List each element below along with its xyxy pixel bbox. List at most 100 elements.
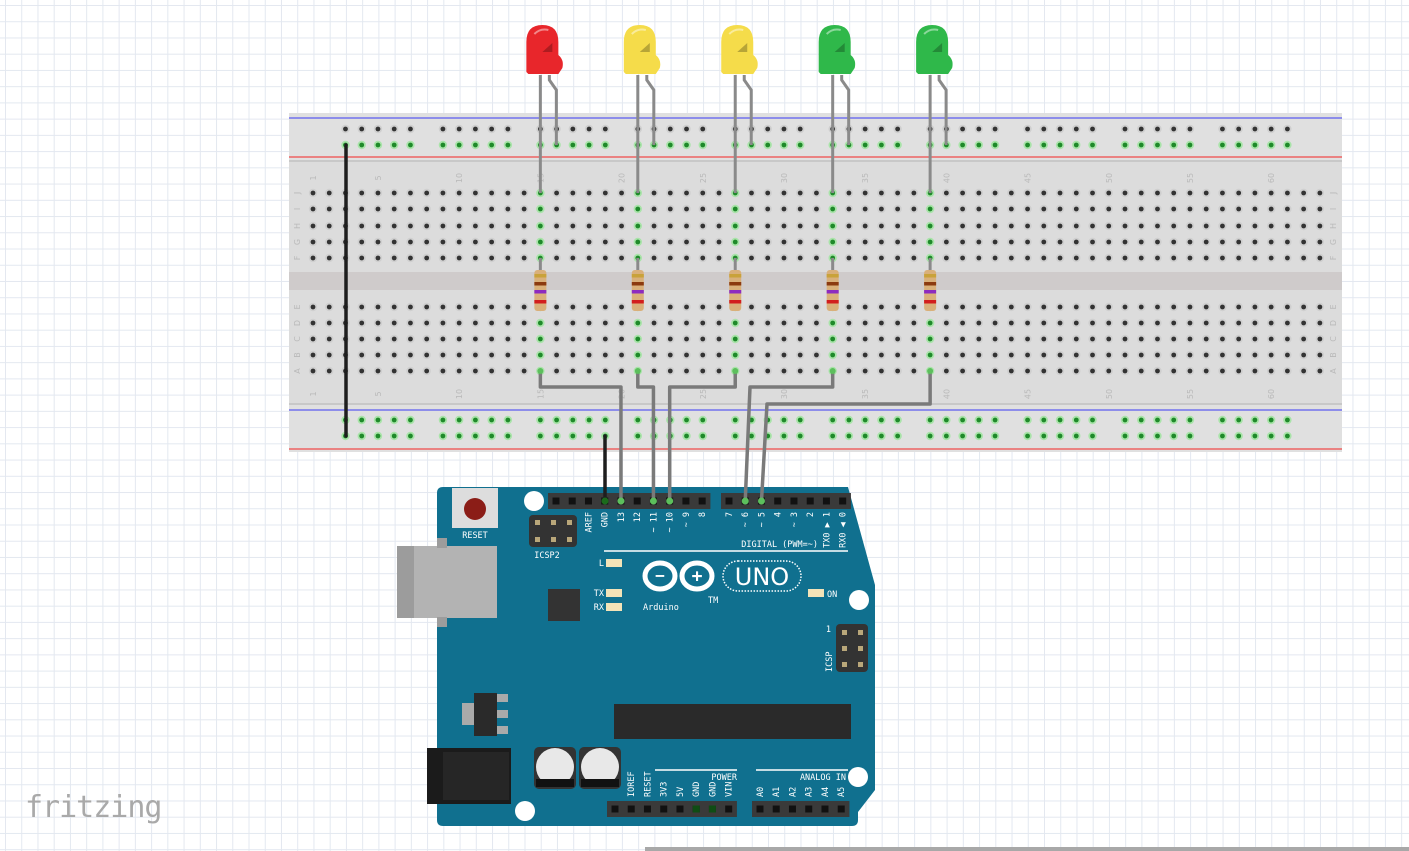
signal-wire-pin-13[interactable] xyxy=(538,369,623,503)
header-pin xyxy=(756,805,764,813)
column-label: 10 xyxy=(455,173,464,183)
breadboard-hole xyxy=(1073,223,1079,229)
breadboard-hole xyxy=(1008,368,1014,374)
breadboard-hole xyxy=(537,320,543,326)
column-label: 45 xyxy=(1024,173,1033,183)
breadboard-hole xyxy=(310,304,316,310)
breadboard-hole xyxy=(976,368,982,374)
signal-wire-pin-5[interactable] xyxy=(759,369,932,503)
row-label: I xyxy=(1329,208,1338,210)
breadboard-hole xyxy=(424,368,430,374)
smd-led xyxy=(808,589,824,597)
pin-label: ~ 10 xyxy=(666,512,676,532)
breadboard-hole xyxy=(781,417,787,423)
breadboard-hole xyxy=(927,223,933,229)
breadboard-hole xyxy=(1187,417,1193,423)
signal-wire-pin-10[interactable] xyxy=(667,369,737,503)
breadboard-hole xyxy=(765,223,771,229)
fritzing-logo: fritzing xyxy=(25,790,162,825)
breadboard-hole xyxy=(1106,239,1112,245)
breadboard-hole xyxy=(716,352,722,358)
breadboard-hole xyxy=(391,352,397,358)
breadboard-hole xyxy=(992,126,998,132)
led-yellow xyxy=(721,25,758,193)
breadboard-hole xyxy=(375,304,381,310)
breadboard-hole xyxy=(895,352,901,358)
breadboard-hole xyxy=(960,190,965,196)
breadboard-hole xyxy=(943,223,949,229)
breadboard-hole xyxy=(359,336,365,342)
breadboard-hole xyxy=(1155,433,1160,439)
breadboard-hole xyxy=(391,126,397,132)
column-label: 30 xyxy=(780,173,789,183)
breadboard-hole xyxy=(797,126,803,132)
breadboard-hole xyxy=(570,320,576,326)
led-body xyxy=(916,25,953,74)
breadboard-hole xyxy=(960,206,965,212)
breadboard-hole xyxy=(310,190,316,196)
header-pin xyxy=(660,805,668,813)
usb-tab xyxy=(437,538,447,548)
breadboard-hole xyxy=(505,368,511,374)
breadboard-hole xyxy=(667,142,673,148)
breadboard-hole xyxy=(895,190,901,196)
led-anode-leg xyxy=(840,75,851,145)
breadboard-hole xyxy=(456,320,462,326)
horizontal-scrollbar[interactable] xyxy=(645,847,1409,851)
breadboard-hole xyxy=(651,223,657,229)
column-label: 1 xyxy=(309,175,318,180)
breadboard-hole xyxy=(473,255,478,261)
breadboard-hole xyxy=(456,142,462,148)
breadboard-hole xyxy=(1155,417,1160,423)
breadboard-hole xyxy=(1220,368,1225,374)
breadboard-hole xyxy=(440,433,446,439)
signal-wire-pin-6[interactable] xyxy=(743,369,835,503)
breadboard-hole xyxy=(1252,239,1258,245)
wire-end xyxy=(537,368,544,374)
breadboard-hole xyxy=(846,239,852,245)
breadboard-hole xyxy=(1317,320,1323,326)
reset-button[interactable] xyxy=(464,498,486,520)
breadboard-hole xyxy=(570,239,576,245)
atmega-chip xyxy=(614,704,851,739)
icsp-header xyxy=(836,624,868,672)
led-rx-label: RX xyxy=(594,603,605,613)
breadboard-hole xyxy=(1090,142,1095,148)
breadboard-hole xyxy=(408,223,413,229)
breadboard-hole xyxy=(473,433,478,439)
signal-wire-pin-11[interactable] xyxy=(636,369,656,503)
breadboard-hole xyxy=(1106,190,1112,196)
breadboard-hole xyxy=(554,368,559,374)
breadboard-hole xyxy=(797,239,803,245)
breadboard-hole xyxy=(586,126,592,132)
breadboard-hole xyxy=(797,433,803,439)
breadboard-hole xyxy=(602,126,608,132)
breadboard-hole xyxy=(440,320,446,326)
breadboard-hole xyxy=(1138,304,1144,310)
breadboard-hole xyxy=(456,304,462,310)
breadboard-hole xyxy=(1122,304,1128,310)
breadboard-hole xyxy=(1317,352,1323,358)
breadboard-hole xyxy=(310,206,316,212)
breadboard-hole xyxy=(927,239,933,245)
breadboard-hole xyxy=(781,352,787,358)
breadboard-hole xyxy=(1090,190,1095,196)
breadboard-hole xyxy=(1220,239,1225,245)
breadboard-hole xyxy=(749,190,754,196)
resistor-band xyxy=(826,274,839,278)
breadboard-hole xyxy=(1203,255,1209,261)
pin-label: A0 xyxy=(756,787,766,797)
breadboard-hole xyxy=(1025,190,1030,196)
breadboard-hole xyxy=(716,255,722,261)
pin-label: 7 xyxy=(725,512,735,517)
breadboard-hole xyxy=(1171,417,1177,423)
breadboard-hole xyxy=(1220,126,1225,132)
led-on-label: ON xyxy=(827,590,837,600)
column-label: 50 xyxy=(1105,389,1114,399)
breadboard-hole xyxy=(846,417,852,423)
plus-icon: + xyxy=(692,566,703,587)
breadboard-hole xyxy=(391,336,397,342)
breadboard-hole xyxy=(489,126,495,132)
breadboard-hole xyxy=(619,255,624,261)
breadboard-hole xyxy=(1090,320,1095,326)
